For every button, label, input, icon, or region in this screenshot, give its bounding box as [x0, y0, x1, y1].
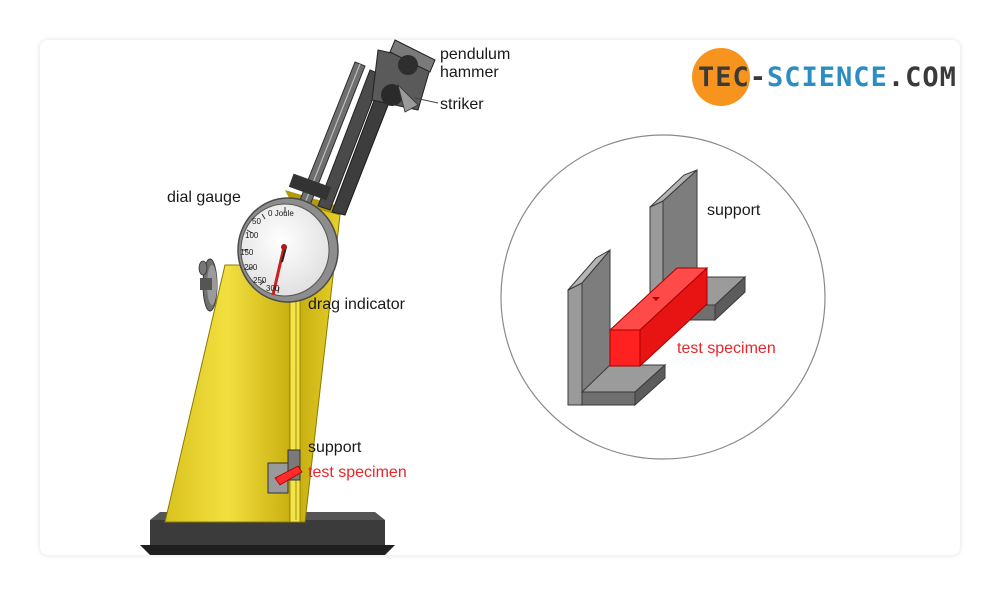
dial-scale-150: 150 — [240, 248, 254, 257]
label-test-specimen-machine: test specimen — [308, 464, 407, 481]
dial-scale-300: 300 — [266, 284, 280, 293]
dial-scale-50: 50 — [252, 217, 261, 226]
machine-specimen-holder — [267, 449, 303, 494]
label-striker: striker — [440, 96, 484, 113]
dial-gauge — [237, 197, 339, 303]
detail-test-specimen — [608, 266, 709, 368]
dial-scale-0: 0 Joule — [268, 209, 294, 218]
dial-scale-100: 100 — [245, 231, 259, 240]
label-dial-gauge: dial gauge — [167, 189, 241, 206]
label-pendulum-hammer-line2: hammer — [440, 64, 499, 81]
logo-text-part1: TEC- — [698, 62, 768, 93]
pendulum-hammer — [371, 39, 436, 113]
label-support-detail: support — [707, 202, 761, 219]
logo-circle — [692, 48, 750, 106]
pendulum-arm — [288, 61, 393, 216]
dial-scale-250: 250 — [253, 276, 267, 285]
logo-text-part3: .COM — [887, 62, 957, 93]
leader-lines — [414, 97, 439, 104]
label-support-machine: support — [308, 439, 362, 456]
detail-left-support — [567, 248, 667, 407]
logo-text: TEC-SCIENCE.COM — [698, 62, 957, 93]
dial-scale-200: 200 — [244, 263, 258, 272]
handwheel — [198, 258, 218, 312]
label-drag-indicator: drag indicator — [308, 296, 405, 313]
label-test-specimen-detail: test specimen — [677, 340, 776, 357]
tec-science-logo[interactable]: TEC-SCIENCE.COM — [692, 48, 957, 110]
label-pendulum-hammer-line1: pendulum — [440, 46, 511, 63]
logo-text-part2: SCIENCE — [767, 62, 888, 93]
